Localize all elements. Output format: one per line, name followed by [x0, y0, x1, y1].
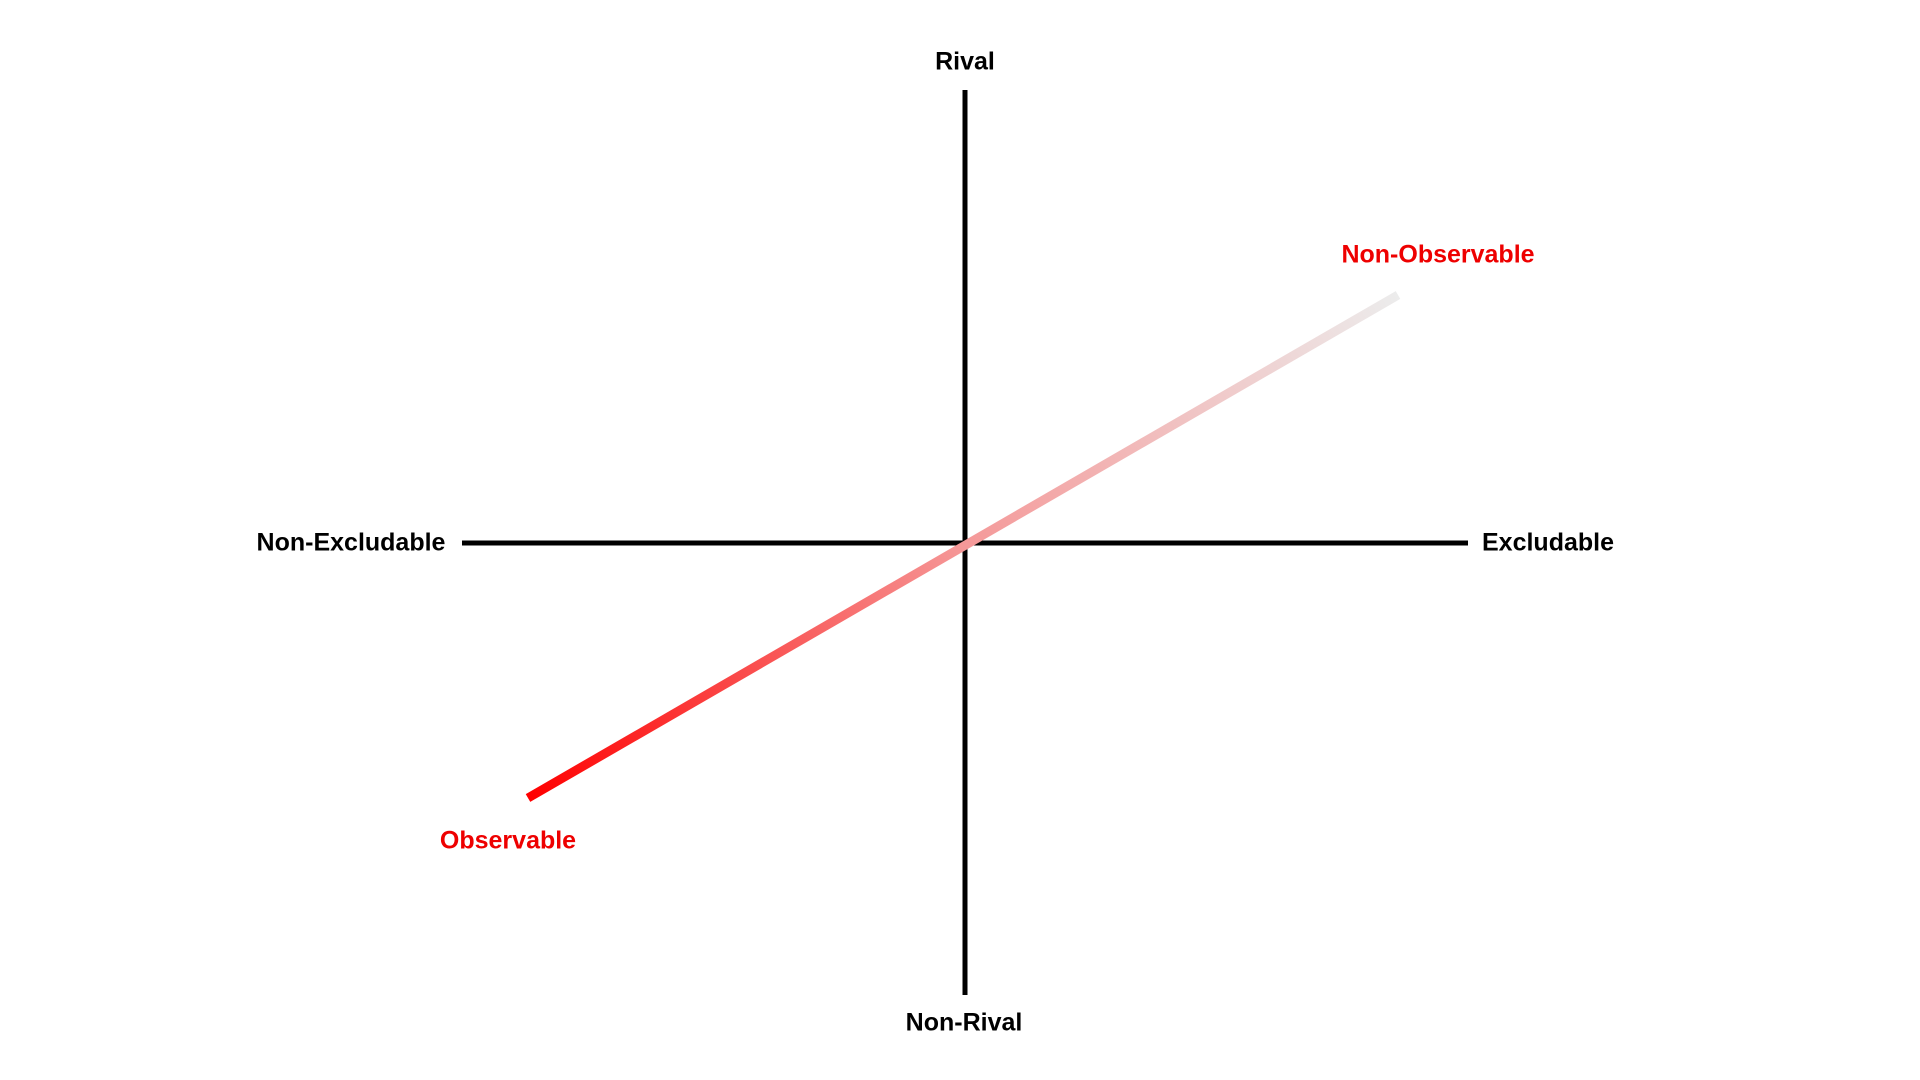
axis-label-non-excludable: Non-Excludable — [256, 528, 446, 557]
axis-label-non-rival: Non-Rival — [905, 1008, 1023, 1037]
axis-label-excludable: Excludable — [1482, 528, 1614, 557]
observability-gradient-line — [525, 291, 1401, 802]
axis-label-rival: Rival — [935, 47, 995, 76]
diagonal-label-non-observable: Non-Observable — [1341, 240, 1535, 269]
diagonal-label-observable: Observable — [439, 826, 577, 855]
